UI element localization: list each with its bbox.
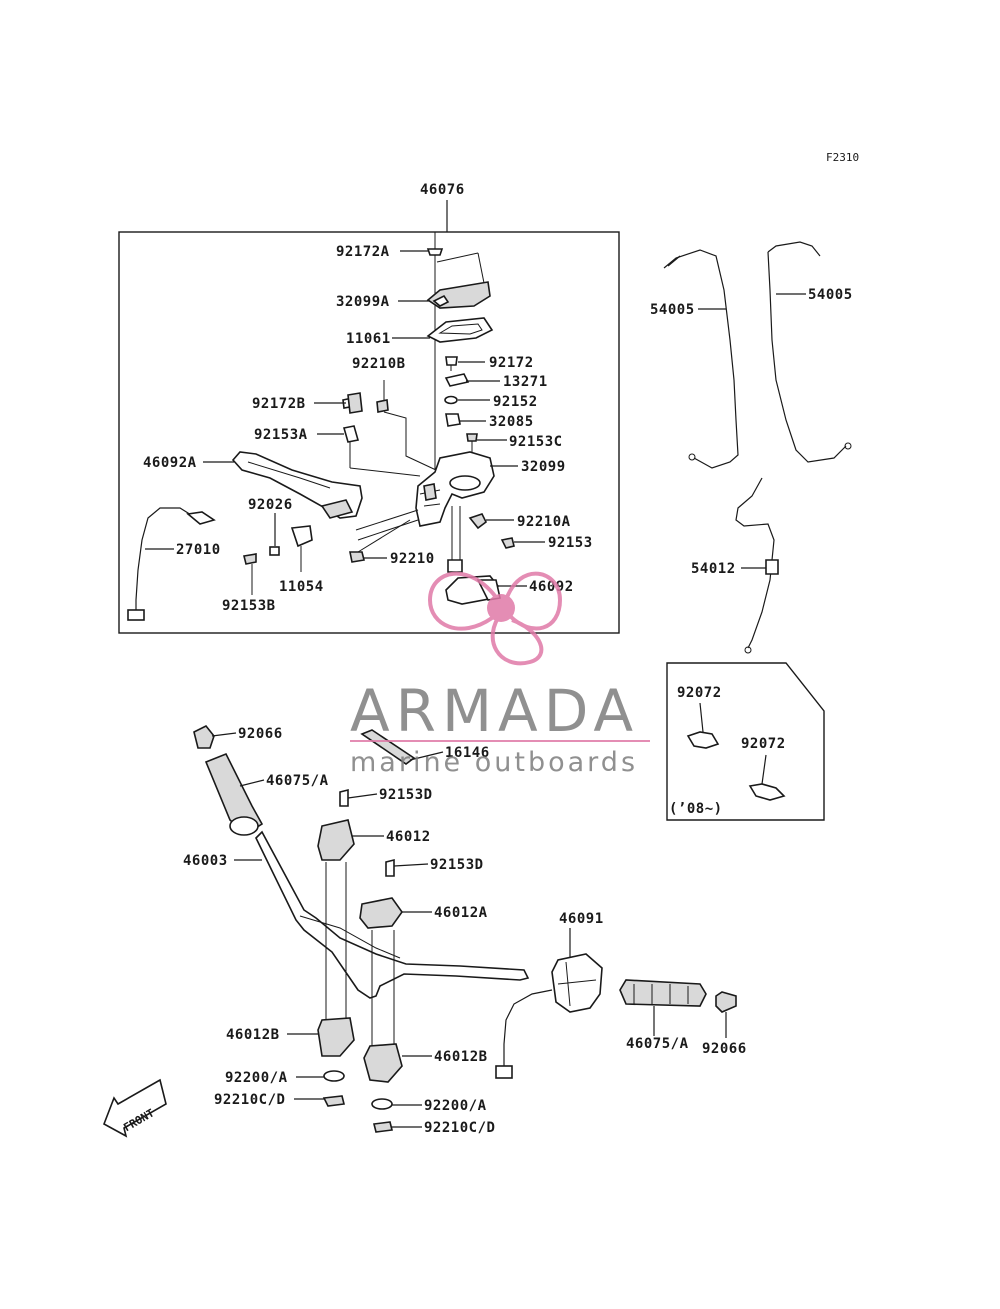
figure-code: F2310 (826, 151, 859, 164)
label-92153B: 92153B (222, 598, 276, 614)
leader-lines (145, 250, 806, 1128)
label-92153: 92153 (548, 535, 593, 551)
label-54005-right: 54005 (808, 287, 853, 303)
watermark-brand: ARMADA (350, 677, 639, 745)
label-92072-a: 92072 (677, 685, 722, 701)
assembly-label: 46076 (420, 182, 465, 198)
label-54005-left: 54005 (650, 302, 695, 318)
label-46012: 46012 (386, 829, 431, 845)
label-92026: 92026 (248, 497, 293, 513)
label-92152: 92152 (493, 394, 538, 410)
label-92210: 92210 (390, 551, 435, 567)
label-92210CD-left: 92210C/D (214, 1092, 285, 1108)
master-cylinder-group (127, 232, 515, 621)
label-92210A: 92210A (517, 514, 571, 530)
label-46091: 46091 (559, 911, 604, 927)
inset-note: (’08~) (669, 801, 723, 817)
label-92153C: 92153C (509, 434, 563, 450)
label-92172A: 92172A (336, 244, 390, 260)
label-92172: 92172 (489, 355, 534, 371)
label-46092A: 46092A (143, 455, 197, 471)
label-92172B: 92172B (252, 396, 306, 412)
label-27010: 27010 (176, 542, 221, 558)
watermark-tagline: marine outboards (350, 747, 638, 778)
throttle-cables (663, 241, 852, 654)
label-46075A-right: 46075/A (626, 1036, 689, 1052)
label-46012B-left: 46012B (226, 1027, 280, 1043)
label-92210B: 92210B (352, 356, 406, 372)
armada-watermark: ARMADA marine outboards (350, 571, 650, 778)
label-46012B-right: 46012B (434, 1049, 488, 1065)
label-92066-left: 92066 (238, 726, 283, 742)
label-92066-right: 92066 (702, 1041, 747, 1057)
label-46012A: 46012A (434, 905, 488, 921)
assembly-frame (118, 231, 620, 634)
label-92153D-b: 92153D (430, 857, 484, 873)
label-16146: 16146 (445, 745, 490, 761)
label-92210CD-right: 92210C/D (424, 1120, 495, 1136)
label-32099: 32099 (521, 459, 566, 475)
label-32085: 32085 (489, 414, 534, 430)
label-46075A-left: 46075/A (266, 773, 329, 789)
propeller-logo-icon (427, 571, 563, 666)
label-32099A: 32099A (336, 294, 390, 310)
label-92153A: 92153A (254, 427, 308, 443)
label-11061: 11061 (346, 331, 391, 347)
label-92153D-a: 92153D (379, 787, 433, 803)
inset-frame (666, 662, 825, 821)
label-92200A-right: 92200/A (424, 1098, 487, 1114)
label-11054: 11054 (279, 579, 324, 595)
label-54012: 54012 (691, 561, 736, 577)
label-46003: 46003 (183, 853, 228, 869)
label-46092: 46092 (529, 579, 574, 595)
label-92072-b: 92072 (741, 736, 786, 752)
label-92200A-left: 92200/A (225, 1070, 288, 1086)
handlebar-group (103, 724, 737, 1138)
label-13271: 13271 (503, 374, 548, 390)
